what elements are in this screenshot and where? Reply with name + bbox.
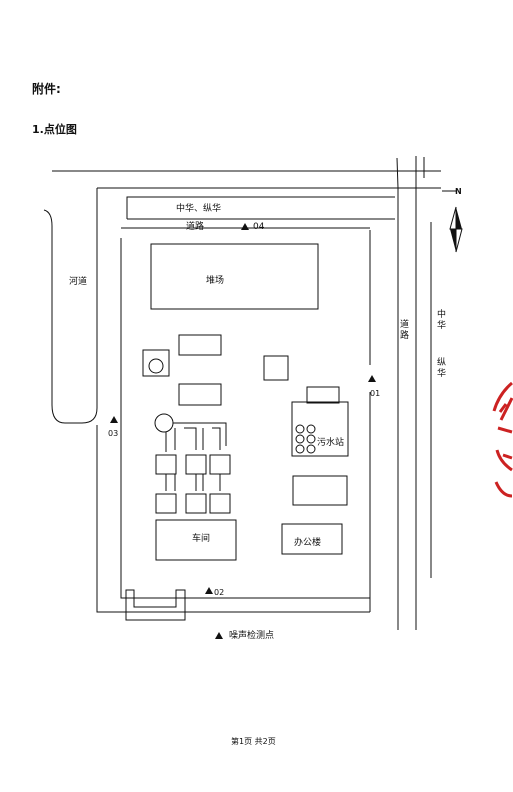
point-01-label: 01 — [370, 389, 381, 398]
section-title: 1.点位图 — [32, 123, 77, 136]
legend-label: 噪声检测点 — [229, 631, 275, 641]
point-02-label: 02 — [214, 588, 225, 597]
office-label: 办公楼 — [294, 538, 322, 548]
road-right-label: 道路 — [400, 320, 410, 341]
road-top-label: 中华、纵华 — [176, 204, 222, 214]
attachment-label: 附件: — [32, 82, 61, 96]
point-03-label: 03 — [108, 429, 119, 438]
road-far-right-label-1: 中华 — [437, 310, 447, 331]
sewage-label: 污水站 — [317, 438, 345, 448]
river-label: 河道 — [69, 277, 88, 287]
north-label: N — [455, 187, 462, 196]
workshop-label: 车间 — [192, 534, 211, 544]
legend-marker — [215, 632, 223, 639]
road-far-right-label-2: 纵华 — [437, 358, 447, 379]
workshop-building — [155, 519, 237, 561]
noise-point-04-marker — [241, 223, 249, 230]
page-number: 第1页 共2页 — [231, 737, 276, 746]
yard-building — [150, 243, 319, 310]
office-building — [281, 523, 343, 555]
noise-point-03-marker — [110, 416, 118, 423]
sewage-station — [291, 401, 349, 457]
yard-label: 堆场 — [206, 276, 225, 286]
seal-stamp — [492, 381, 513, 498]
noise-point-01-marker — [368, 375, 376, 382]
noise-point-02-marker — [205, 587, 213, 594]
point-04-label: 04 — [253, 222, 265, 232]
road-top-suffix: 道路 — [186, 222, 205, 232]
